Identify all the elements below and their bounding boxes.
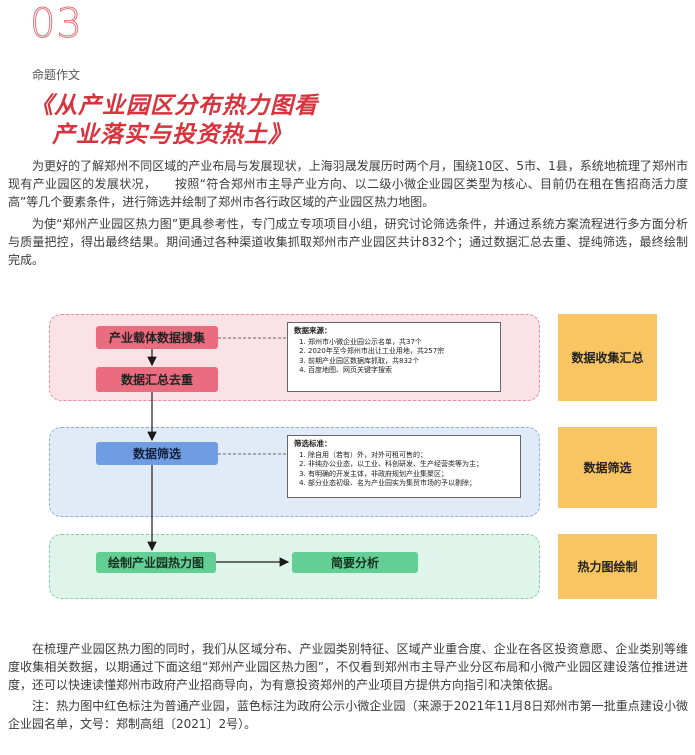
method-paragraph: 为使“郑州产业园区热力图”更具参考性，专门成立专项项目小组，研究讨论筛选条件，并… xyxy=(8,217,688,267)
collect-data-box: 产业载体数据搜集 xyxy=(96,326,218,349)
dedupe-data-box: 数据汇总去重 xyxy=(96,367,218,392)
filter-criteria-box: 筛选标准： 除自用（若有）外，对外可租可售的； 非纯办公业态，以工业、科创研发、… xyxy=(287,435,521,498)
criteria-item: 部分业态初级、名为产业园实为集贸市场的予以剔除； xyxy=(308,479,514,489)
stage-label-draw: 热力图绘制 xyxy=(558,534,657,599)
source-item: 2020年至今郑州市出让工业用地，共257宗 xyxy=(308,347,494,357)
filter-criteria-heading: 筛选标准： xyxy=(294,439,332,448)
summary-paragraph: 在梳理产业园区热力图的同时，我们从区域分布、产业园类别特征、区域产业重合度、企业… xyxy=(8,642,688,692)
stage-label-filter: 数据筛选 xyxy=(558,427,657,508)
stage-label-collect: 数据收集汇总 xyxy=(558,314,657,401)
data-sources-box: 数据来源： 郑州市小微企业园公示名单，共37个 2020年至今郑州市出让工业用地… xyxy=(287,322,501,392)
source-item: 百度地图、网页关键字搜索 xyxy=(308,366,494,376)
criteria-item: 有明确的开发主体，非政府规划产业集聚区； xyxy=(308,470,514,480)
article-title-line-2: 产业落实与投资热土》 xyxy=(52,122,292,148)
note-paragraph: 注：热力图中红色标注为普通产业园，蓝色标注为政府公示小微企业园（来源于2021年… xyxy=(8,699,688,731)
brief-analysis-box: 简要分析 xyxy=(292,552,418,573)
source-item: 前期产业园区数据库抓取，共832个 xyxy=(308,357,494,367)
section-number: 03 xyxy=(30,1,83,47)
article-title-line-1: 《从产业园区分布热力图看 xyxy=(30,93,318,119)
intro-paragraph: 为更好的了解郑州不同区域的产业布局与发展现状，上海羽晟发展历时两个月，围绕10区… xyxy=(8,159,688,209)
criteria-item: 非纯办公业态，以工业、科创研发、生产经营类等为主； xyxy=(308,460,514,470)
section-label: 命题作文 xyxy=(32,68,81,82)
criteria-item: 除自用（若有）外，对外可租可售的； xyxy=(308,451,514,461)
draw-heatmap-box: 绘制产业园热力图 xyxy=(96,552,216,573)
filter-data-box: 数据筛选 xyxy=(96,442,218,465)
data-sources-heading: 数据来源： xyxy=(294,326,332,335)
source-item: 郑州市小微企业园公示名单，共37个 xyxy=(308,338,494,348)
